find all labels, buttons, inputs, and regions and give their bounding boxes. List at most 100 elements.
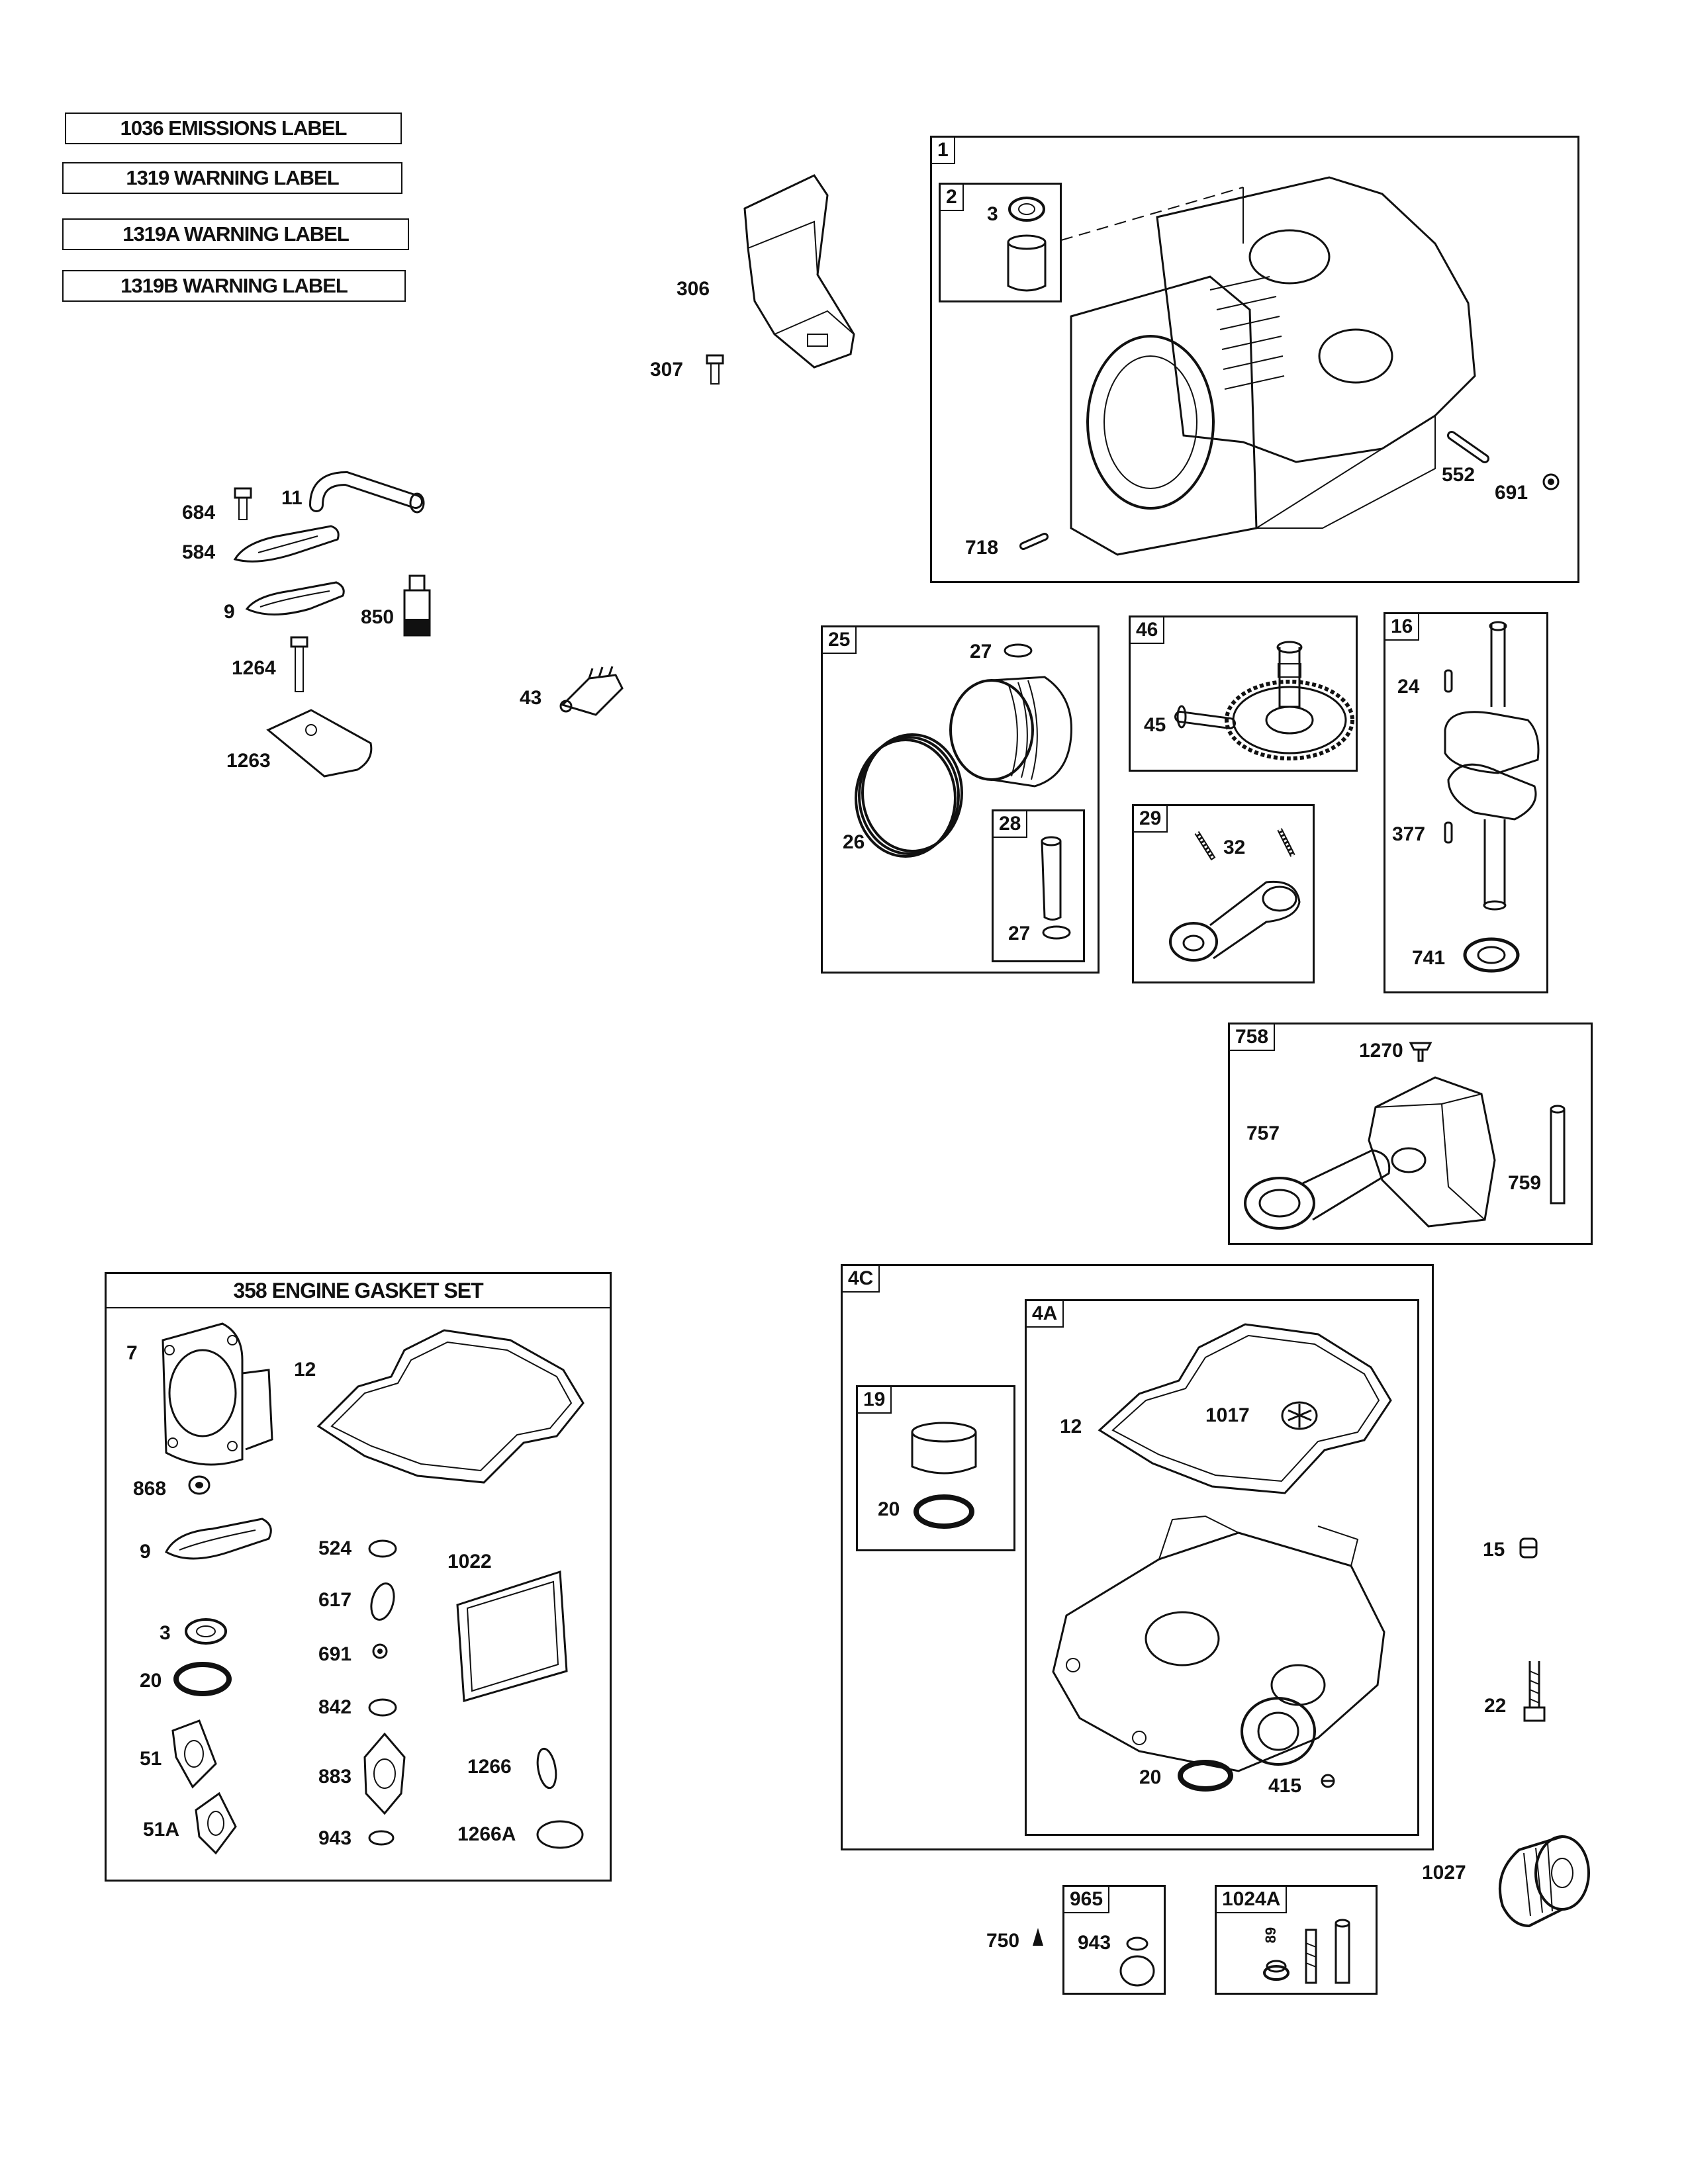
- callout-943: 943: [1078, 1932, 1111, 1954]
- gasket-callout-1022: 1022: [447, 1551, 492, 1572]
- plug-691-set: [370, 1641, 390, 1661]
- gasket-51a: [189, 1790, 242, 1856]
- callout-3: 3: [987, 203, 998, 225]
- pin-759: [1548, 1104, 1568, 1210]
- box-tag-16: 16: [1385, 614, 1420, 641]
- rod-bolts: [1187, 823, 1306, 869]
- warning-label-b: 1319B WARNING LABEL: [62, 270, 406, 302]
- crankcase-gasket-12: [312, 1324, 590, 1492]
- bushing-19: [908, 1420, 980, 1480]
- callout-11: 11: [281, 487, 303, 509]
- gasket-51: [166, 1717, 219, 1790]
- callout-757: 757: [1246, 1122, 1280, 1144]
- callout-27-bottom: 27: [1008, 923, 1031, 944]
- screw-684: [232, 486, 254, 523]
- o-ring-524: [366, 1537, 399, 1561]
- seal-20-set: [173, 1661, 232, 1698]
- screw-1264: [288, 635, 310, 695]
- callout-9-breather: 9: [224, 601, 235, 623]
- gasket-callout-943: 943: [318, 1827, 352, 1849]
- sump-gasket-12: [1093, 1314, 1397, 1506]
- callout-307: 307: [650, 359, 684, 381]
- sealant-tube-850: [400, 572, 434, 639]
- box-tag-4a: 4A: [1027, 1301, 1064, 1328]
- seal-868: [186, 1474, 212, 1497]
- kit-box-1024a: 1024A 89: [1215, 1885, 1378, 1995]
- callout-718: 718: [965, 537, 999, 559]
- box-tag-1: 1: [932, 138, 955, 164]
- cylinder-block: [1011, 158, 1475, 568]
- callout-20-sump: 20: [1139, 1766, 1162, 1788]
- sump-assembly-box: 4C 19 20 4A 12 1017: [841, 1264, 1434, 1850]
- bolt-22: [1521, 1658, 1548, 1731]
- callout-12-sump: 12: [1060, 1416, 1082, 1437]
- box-tag-2: 2: [941, 185, 964, 211]
- camshaft-box: 46 45: [1129, 615, 1358, 772]
- sump-housing: [1040, 1500, 1397, 1778]
- o-ring-943: [1124, 1934, 1150, 1953]
- bearing-assembly-box: 2 3: [939, 183, 1062, 302]
- blower-housing-shield: [735, 169, 867, 394]
- box-tag-4c: 4C: [843, 1266, 880, 1293]
- sump-box-4a: 4A 12 1017 20 415: [1025, 1299, 1419, 1836]
- callout-684: 684: [182, 502, 216, 523]
- gasket-883: [358, 1731, 411, 1817]
- callout-1270: 1270: [1359, 1040, 1403, 1062]
- piston-ring-set-26: [849, 727, 975, 859]
- o-ring-842: [366, 1696, 399, 1719]
- o-ring-943-set: [365, 1827, 398, 1850]
- callout-26: 26: [843, 831, 865, 853]
- plug-691: [1541, 472, 1561, 492]
- bushing-box-19: 19 20: [856, 1385, 1015, 1551]
- bushing-icon: [1004, 234, 1050, 294]
- gasket-callout-9: 9: [140, 1541, 151, 1563]
- o-ring-1266a: [534, 1817, 586, 1853]
- box-tag-28: 28: [994, 811, 1028, 838]
- box-tag-46: 46: [1131, 617, 1165, 644]
- callout-741: 741: [1412, 947, 1446, 969]
- dowel-718: [1018, 531, 1051, 551]
- box-tag-25: 25: [823, 627, 857, 654]
- callout-415: 415: [1268, 1775, 1302, 1797]
- breather-cover-584: [232, 523, 344, 569]
- seal-box-965: 965 943: [1062, 1885, 1166, 1995]
- callout-552: 552: [1442, 464, 1476, 486]
- callout-43: 43: [520, 687, 542, 709]
- gasket-callout-524: 524: [318, 1537, 352, 1559]
- callout-850: 850: [361, 606, 395, 628]
- connecting-rod: [1167, 869, 1306, 968]
- camshaft-gear: [1174, 627, 1352, 766]
- callout-22: 22: [1484, 1695, 1507, 1717]
- gasket-callout-51: 51: [140, 1748, 162, 1770]
- gasket-1022: [451, 1532, 570, 1707]
- seal-965: [1117, 1953, 1157, 1989]
- piston: [939, 670, 1078, 790]
- screw-1270: [1407, 1038, 1434, 1064]
- callout-15: 15: [1483, 1539, 1505, 1561]
- callout-691: 691: [1495, 482, 1528, 504]
- plug-750: [1033, 1928, 1043, 1946]
- gasket-callout-1266: 1266: [467, 1756, 512, 1778]
- cylinder-assembly-box: 1 2 3 552 691 718: [930, 136, 1579, 583]
- o-ring-1266: [530, 1744, 563, 1794]
- connecting-rod-box: 29 32: [1132, 804, 1315, 983]
- seal-3-set: [183, 1615, 229, 1648]
- box-tag-758: 758: [1230, 1024, 1276, 1051]
- engine-gasket-set-box: 358 ENGINE GASKET SET 7 12 868 9 524 102…: [105, 1272, 612, 1882]
- callout-20-bushing: 20: [878, 1498, 900, 1520]
- callout-1264: 1264: [232, 657, 276, 679]
- callout-45: 45: [1144, 714, 1166, 736]
- switch-43: [556, 665, 629, 721]
- piston-assembly-box: 25 27 26 28 27: [821, 625, 1100, 974]
- balancer-weight: [1362, 1068, 1508, 1233]
- emissions-label: 1036 EMISSIONS LABEL: [65, 113, 402, 144]
- governor-1017: [1278, 1397, 1321, 1433]
- retainer-clip-27: [1002, 641, 1035, 660]
- seal-20-sump: [1176, 1758, 1235, 1794]
- box-tag-19: 19: [858, 1387, 892, 1414]
- box-tag-29: 29: [1134, 806, 1168, 833]
- callout-1263: 1263: [226, 750, 271, 772]
- breather-gasket-9: [244, 579, 350, 622]
- callout-750: 750: [986, 1930, 1020, 1952]
- gasket-callout-842: 842: [318, 1696, 352, 1718]
